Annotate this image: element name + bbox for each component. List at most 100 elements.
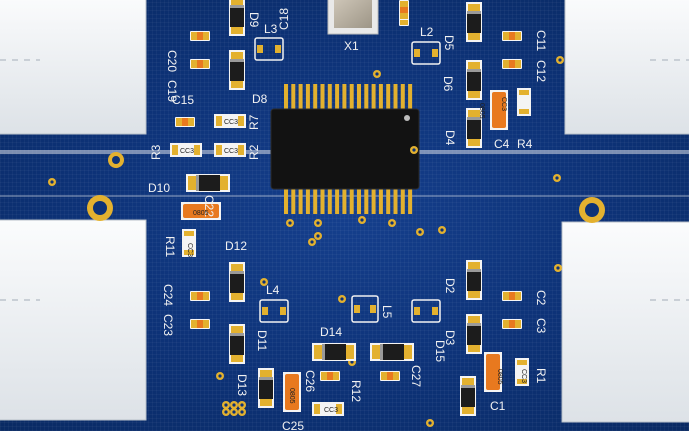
via-hole [224,410,228,414]
via-hole [375,72,379,76]
via-hole [555,176,559,180]
silkscreen-labels: D9 C18 X1 L3 L2 D5 C20 C19 C11 C12 D8 D6… [148,8,548,431]
ic-pin [364,84,369,110]
via-hole [218,374,222,378]
label-d6: D6 [441,76,455,92]
label-r7: R7 [247,114,261,130]
label-l5: L5 [380,305,394,319]
label-d14: D14 [320,325,342,339]
label-c23: C23 [161,314,175,336]
label-c18: C18 [277,8,291,30]
via-hole [240,410,244,414]
label-c24: C24 [161,284,175,306]
label-c25: C25 [282,419,304,431]
ic-pin [357,84,361,110]
ic-pin [305,188,310,214]
label-r11: R11 [163,236,177,257]
ic-pin [342,84,347,110]
smd-diode [466,108,482,148]
label-c3: C3 [534,318,548,334]
ic-pin [393,84,398,110]
label-c26: C26 [303,370,317,392]
ic-pin [327,84,332,110]
ic-pin [342,188,347,214]
label-r4: R4 [517,137,533,151]
ic-pin [320,84,325,110]
label-c27: C27 [409,365,423,387]
label-c19: C19 [165,80,179,102]
label-r1: R1 [534,368,548,384]
ic-pin [298,84,303,110]
smd-capacitor [502,291,522,301]
ic-pin [349,188,354,214]
marking-cc3: CC3 [224,119,238,126]
via-hole [224,403,228,407]
marking-0805: 0805 [496,369,503,385]
ic-pin [327,188,332,214]
smd-resistor [515,358,529,386]
marking-cc3: CC3 [520,369,527,383]
via-hole [310,240,314,244]
ic-pin [284,84,288,110]
label-x1: X1 [344,39,359,53]
smd-diode [466,2,482,42]
smd-diode [370,343,414,361]
smd-0805 [484,352,502,392]
ic-pin [371,84,376,110]
smd-diode [229,262,245,302]
via-hole [340,297,344,301]
smd-capacitor [502,59,522,69]
marking-0805: 0805 [193,210,209,217]
ic-pin [408,84,413,110]
via-hole [262,280,266,284]
smd-resistor [182,229,196,257]
part-markings: 0805 0805 0805 0805 CC3 CC3 CC3 CC3 CC3 … [180,97,527,414]
ic-pin [349,84,354,110]
marking-cc3: CC3 [500,97,507,111]
smd-diode [312,343,356,361]
crystal-x1 [327,0,379,35]
smd-diode [466,314,482,354]
ic-pin [378,188,383,214]
via-hole [316,221,320,225]
label-c2: C2 [534,290,548,306]
smd-capacitor [502,319,522,329]
inductor-footprint [254,37,284,61]
label-d13: D13 [235,374,249,396]
usb-connector-bottom-right [561,221,689,423]
via-hole [558,58,562,62]
smd-diode [229,0,245,36]
inductor-footprint [259,299,289,323]
label-c4: C4 [494,137,510,151]
via-hole [360,218,364,222]
smd-resistor [517,88,531,116]
via-hole [412,148,416,152]
label-d11: D11 [255,330,269,351]
ic-pin [313,188,318,214]
ic-pin [298,188,303,214]
label-r3: R3 [149,144,163,160]
label-d4: D4 [443,130,457,146]
ic-pin [400,84,405,110]
mount-hole [87,195,113,221]
marking-cc3: CC3 [186,243,193,257]
smd-capacitor [190,59,210,69]
label-c1: C1 [490,399,506,413]
ic-pin [400,188,405,214]
label-d2: D2 [443,278,457,294]
via-hole [232,410,236,414]
label-r12: R12 [349,380,363,402]
label-c11: C11 [534,30,548,51]
smd-diode [460,376,476,416]
marking-0805: 0805 [478,103,485,119]
inductor-footprint [411,299,441,323]
label-c20: C20 [165,50,179,72]
label-c12: C12 [534,60,548,82]
main-ic [270,84,420,214]
ic-pin [320,188,325,214]
smd-capacitor [399,0,409,20]
smd-resistor [214,114,246,128]
components [170,0,531,416]
